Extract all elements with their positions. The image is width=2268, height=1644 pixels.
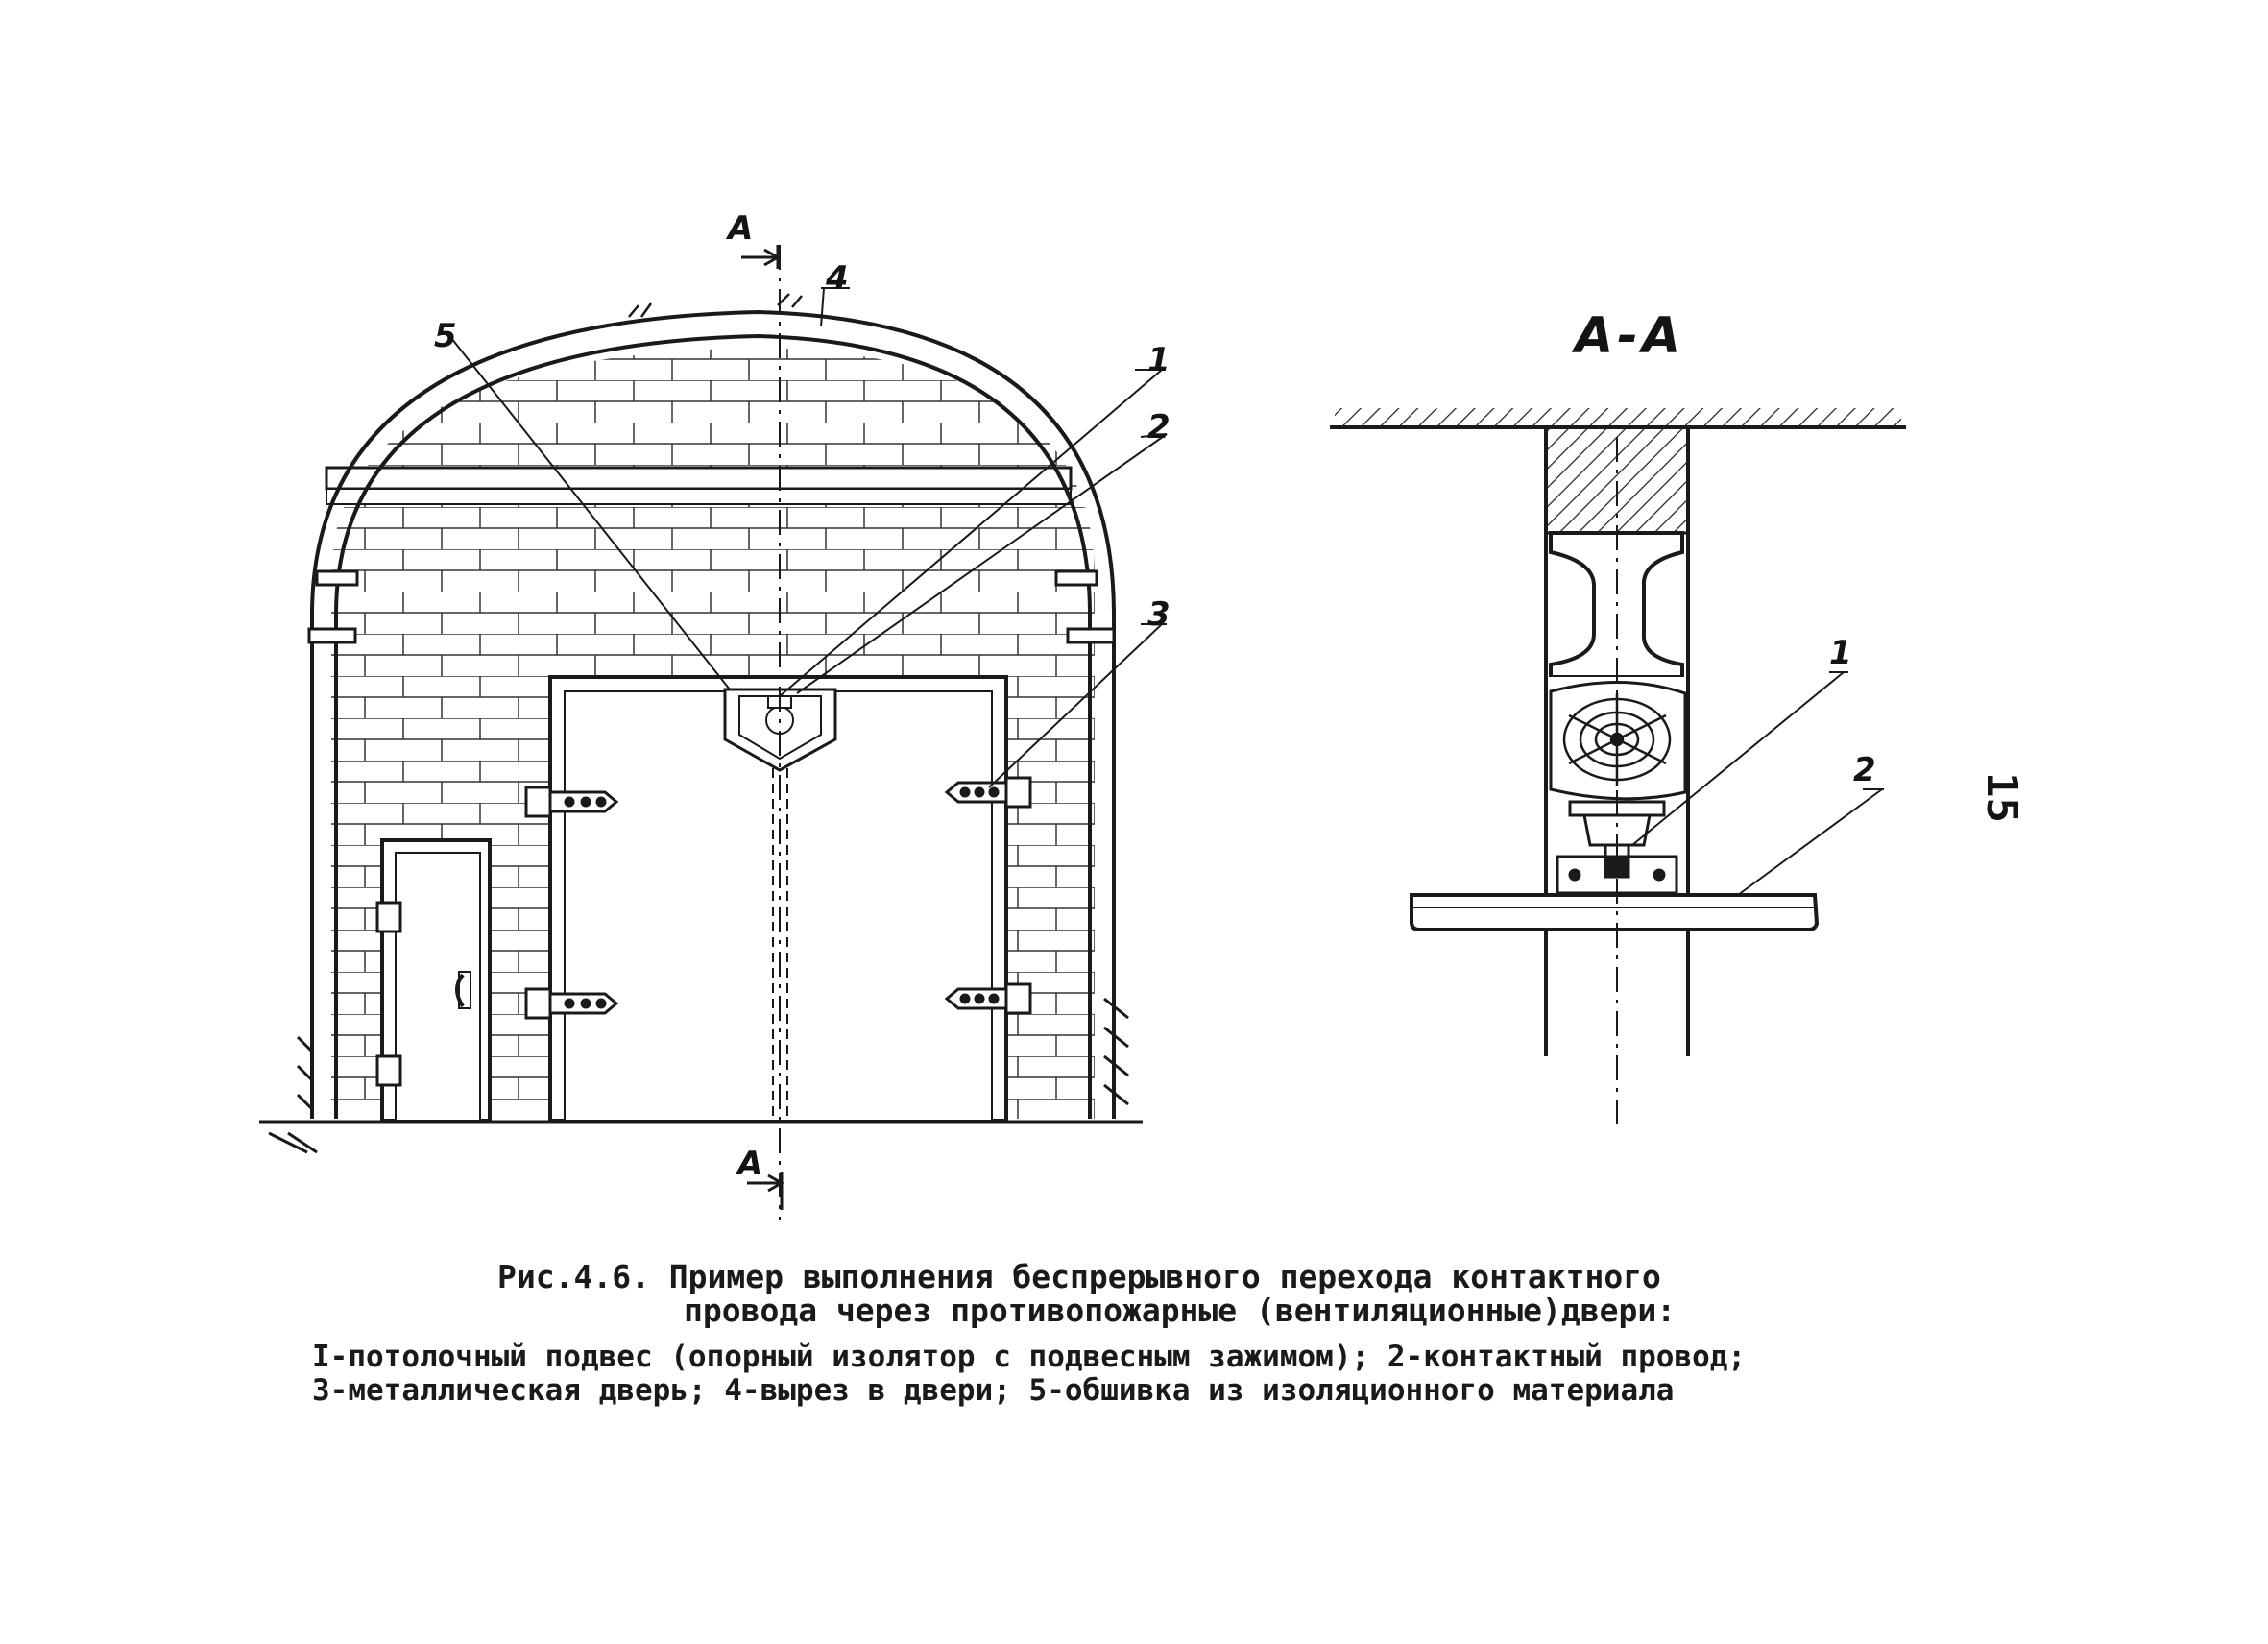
callout-3: 3: [1147, 595, 1170, 634]
section-mark-top: A: [728, 209, 754, 248]
callout-2: 2: [1147, 408, 1170, 447]
caption-title-line2: провода через противопожарные (вентиляци…: [684, 1292, 1677, 1329]
front-view: [259, 245, 1168, 1220]
door-hinges: [524, 776, 1032, 1020]
ceiling-suspension: [1556, 800, 1678, 895]
section-leaders: [1631, 671, 1884, 896]
contact-wire: [1410, 893, 1820, 931]
leader-lines: [450, 287, 1168, 788]
caption-title-line1: Рис.4.6. Пример выполнения беспрерывного…: [497, 1258, 1661, 1295]
arch-clamps: [307, 569, 1116, 644]
callout-1: 1: [1147, 341, 1170, 379]
section-view: [1330, 408, 1906, 1128]
callout-5: 5: [434, 317, 457, 355]
section-title: A-A: [1575, 307, 1685, 365]
section-mark-bottom: A: [737, 1145, 763, 1183]
log-section: [1548, 677, 1687, 802]
arch-support: [310, 309, 1116, 1119]
side-door: [375, 838, 492, 1123]
beam: [325, 466, 1073, 505]
caption-legend-line2: 3-металлическая дверь; 4-вырез в двери; …: [312, 1373, 1675, 1408]
ceiling: [1330, 408, 1906, 429]
caption-legend-line1: I-потолочный подвес (опорный изолятор с …: [312, 1340, 1747, 1374]
section-callout-2: 2: [1853, 751, 1876, 789]
door-cutout: [723, 688, 837, 772]
page-number: 15: [1976, 772, 2026, 823]
column: [1544, 427, 1690, 1056]
section-callout-1: 1: [1829, 634, 1852, 672]
callout-4: 4: [826, 259, 849, 298]
section-marker-top: [741, 245, 782, 269]
section-marker-bottom: [747, 1172, 785, 1210]
